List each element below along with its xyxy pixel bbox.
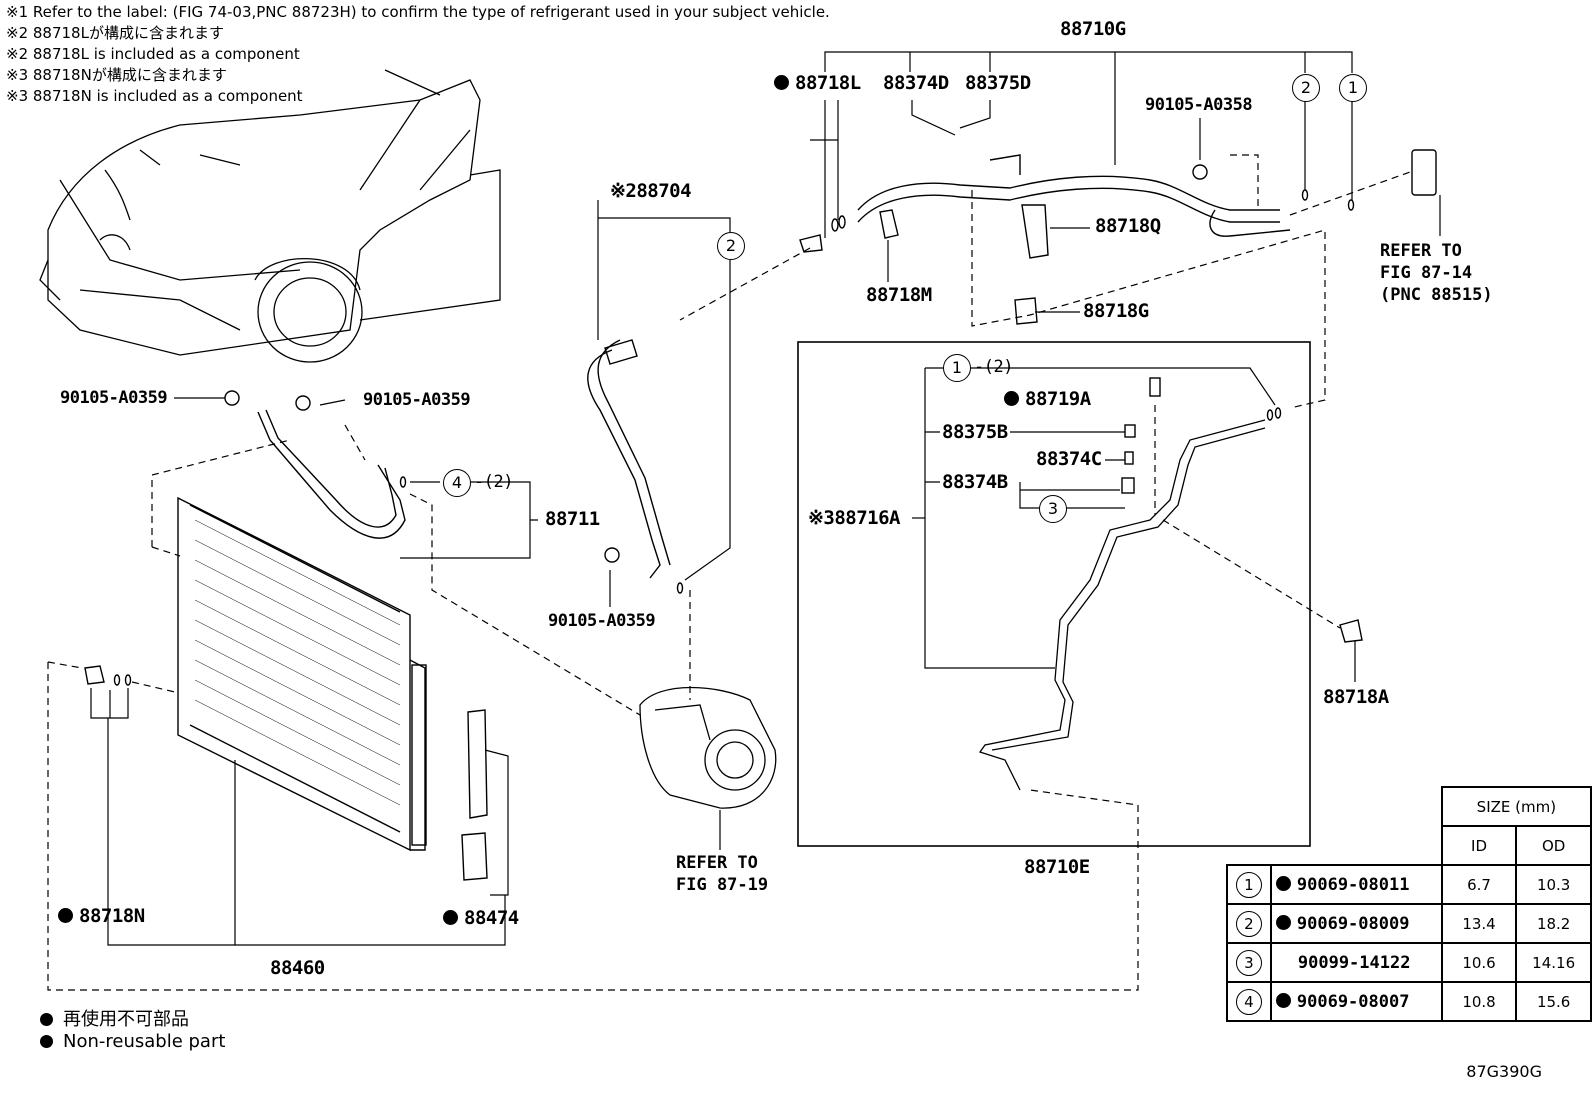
refer-expansion-valve: REFER TO FIG 87-14 (PNC 88515) — [1380, 241, 1493, 305]
callout-1-top: 1 — [1339, 74, 1367, 102]
label-88718N: 88718N — [58, 905, 145, 927]
size-row: 4 90069-08007 10.8 15.6 — [1226, 981, 1592, 1022]
receiver-parts — [461, 709, 488, 881]
compressor — [639, 686, 777, 809]
vehicle-outline — [39, 69, 501, 363]
label-88460: 88460 — [270, 957, 325, 979]
size-header: SIZE (mm) — [1440, 786, 1592, 827]
nonreusable-dot-icon — [443, 910, 458, 925]
note-3-jp: ※3 88718Nが構成に含まれます — [6, 66, 227, 84]
legend-jp: 再使用不可部品 — [40, 1005, 189, 1031]
legend-en: Non-reusable part — [40, 1031, 225, 1052]
refer-compressor: REFER TO FIG 87-19 — [676, 853, 769, 895]
hose-88704 — [587, 339, 671, 579]
figure-code: 87G390G — [1466, 1062, 1542, 1081]
size-row: 3 90099-14122 10.6 14.16 — [1226, 942, 1592, 983]
label-88474: 88474 — [443, 907, 519, 929]
note-2-jp: ※2 88718Lが構成に含まれます — [6, 24, 224, 42]
label-88374B: 88374B — [942, 471, 1008, 493]
nonreusable-dot-icon — [40, 1013, 53, 1026]
nonreusable-dot-icon — [1275, 914, 1291, 930]
size-row: 1 90069-08011 6.7 10.3 — [1226, 864, 1592, 905]
label-88716A: ※388716A — [808, 507, 901, 529]
label-88718L: 88718L — [774, 72, 861, 94]
callout-3: 3 — [1039, 495, 1067, 523]
callout-4-qty: -(2) — [474, 472, 513, 492]
label-88375B: 88375B — [942, 421, 1008, 443]
label-88718G: 88718G — [1083, 300, 1149, 322]
nonreusable-dot-icon — [1275, 992, 1291, 1008]
callout-2-top: 2 — [1292, 74, 1320, 102]
note-refrigerant: ※1 Refer to the label: (FIG 74-03,PNC 88… — [6, 3, 830, 21]
callout-1-box: 1 — [943, 354, 971, 382]
label-88374D: 88374D — [883, 72, 949, 94]
condenser — [177, 496, 427, 852]
hose-88711 — [257, 409, 406, 539]
label-88718A: 88718A — [1323, 686, 1389, 708]
label-88375D: 88375D — [965, 72, 1031, 94]
size-col-id: ID — [1440, 825, 1518, 866]
label-90105-left1: 90105-A0359 — [60, 388, 168, 408]
leader-lines — [90, 51, 1441, 946]
label-90105-mid: 90105-A0359 — [548, 611, 656, 631]
label-88710E: 88710E — [1024, 856, 1090, 878]
expansion-valve — [1411, 149, 1437, 196]
label-88710G: 88710G — [1060, 18, 1126, 40]
note-2-en: ※2 88718L is included as a component — [6, 45, 300, 63]
label-88711: 88711 — [545, 508, 600, 530]
callout-2-88704: 2 — [717, 232, 745, 260]
size-row: 2 90069-08009 13.4 18.2 — [1226, 903, 1592, 944]
pipe-88710E — [978, 419, 1266, 791]
label-88704: ※288704 — [610, 180, 692, 202]
nonreusable-dot-icon — [58, 908, 73, 923]
size-col-od: OD — [1515, 825, 1592, 866]
nonreusable-dot-icon — [1275, 875, 1291, 891]
group-box-88710E — [797, 341, 1311, 847]
label-90105-left2: 90105-A0359 — [363, 390, 471, 410]
label-88719A: 88719A — [1004, 388, 1091, 410]
label-88718Q: 88718Q — [1095, 215, 1161, 237]
label-88718M: 88718M — [866, 284, 932, 306]
callout-1-qty: -(2) — [974, 357, 1013, 377]
callout-4: 4 — [443, 469, 471, 497]
nonreusable-dot-icon — [1004, 391, 1019, 406]
note-3-en: ※3 88718N is included as a component — [6, 87, 303, 105]
nonreusable-dot-icon — [40, 1035, 53, 1048]
label-90105-top: 90105-A0358 — [1145, 95, 1253, 115]
pipe-88710G — [857, 154, 1291, 237]
nonreusable-dot-icon — [774, 75, 789, 90]
size-table: SIZE (mm) ID OD 1 90069-08011 6.7 10.3 2… — [1226, 786, 1592, 1022]
label-88374C: 88374C — [1036, 448, 1102, 470]
